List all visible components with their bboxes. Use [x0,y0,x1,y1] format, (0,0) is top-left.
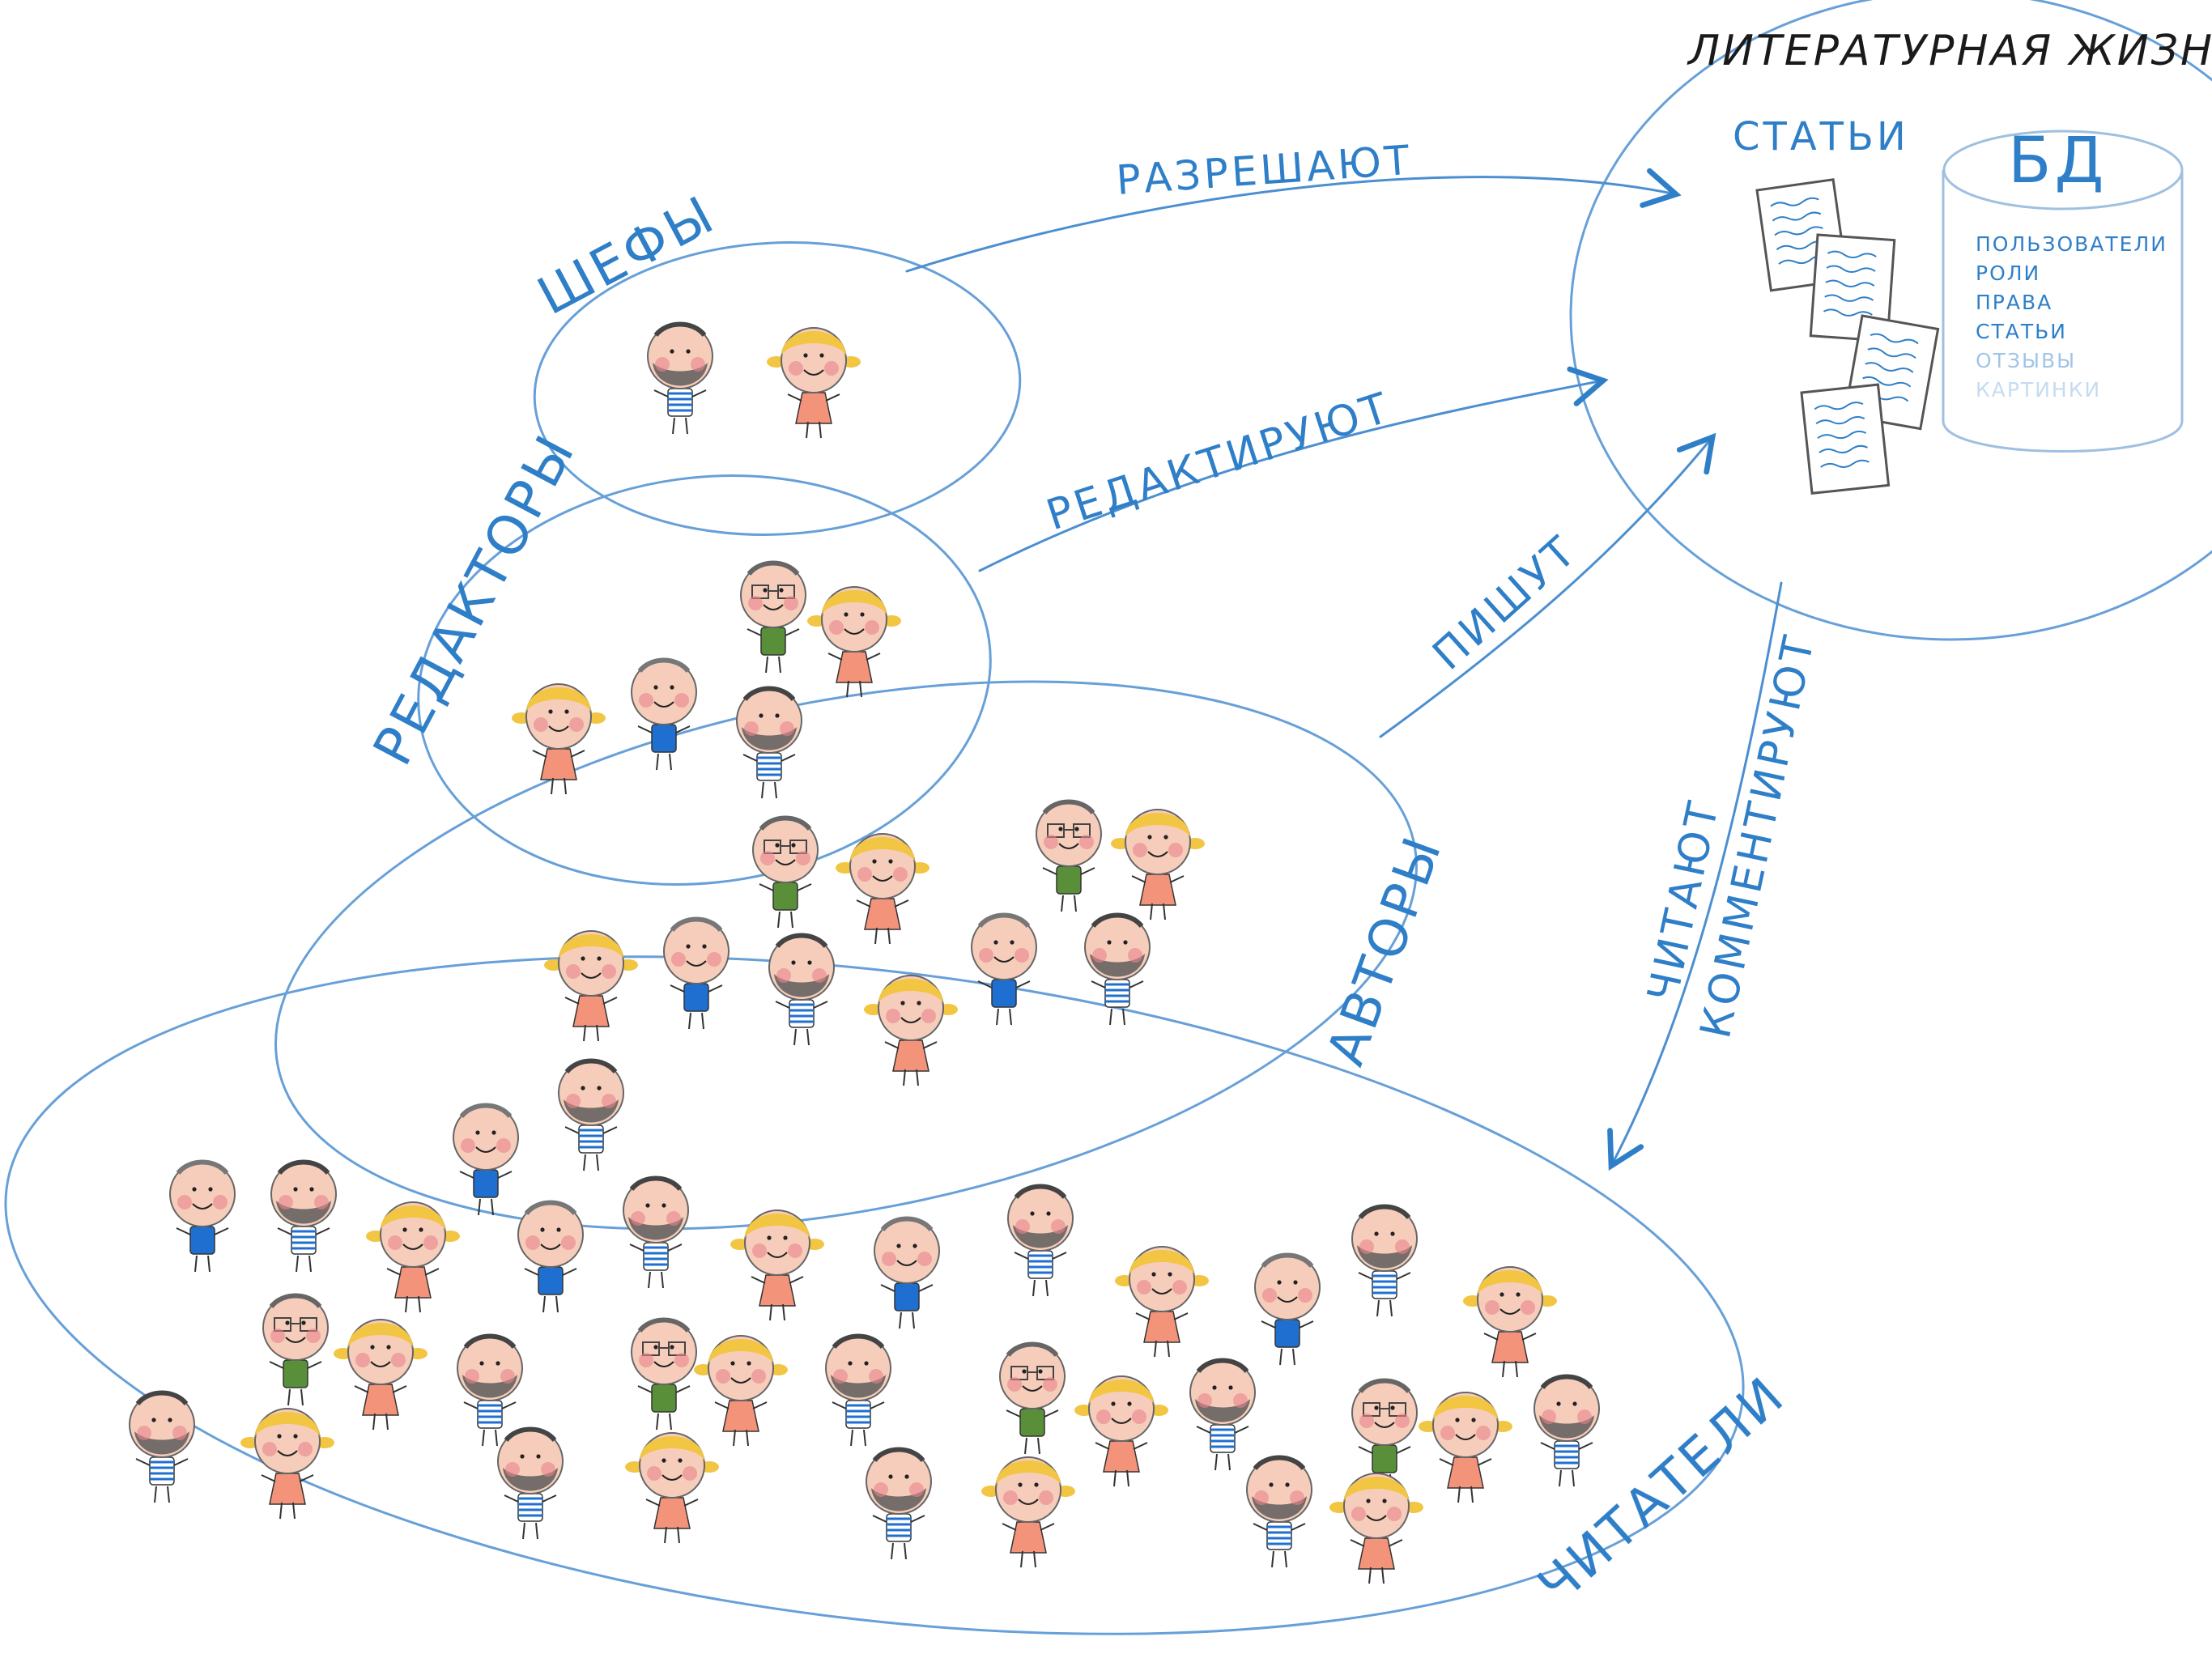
person-figure [663,916,730,1030]
person-figure [1074,1375,1168,1487]
people-crowd [129,321,1600,1584]
person-figure [825,1333,891,1447]
person-figure [1463,1266,1557,1378]
database-table-name: СТАТЬИ [1976,320,2067,343]
person-figure [544,930,638,1042]
database-tables: ПОЛЬЗОВАТЕЛИ РОЛИ ПРАВА СТАТЬИ ОТЗЫВЫ КАРТИНК… [1976,232,2167,402]
person-figure [1007,1184,1074,1297]
person-figure [270,1159,337,1273]
article-sheet [1800,383,1891,495]
person-figure [736,686,802,799]
person-figure [1189,1358,1256,1471]
database-table-name: ОТЗЫВЫ [1976,349,2076,372]
person-figure [497,1426,564,1540]
person-figure [807,586,901,698]
person-figure [1254,1252,1321,1366]
readers-ellipse [4,955,1745,1635]
page-title: ЛИТЕРАТУРНАЯ ЖИЗНЬ [1687,27,2212,75]
person-figure [874,1216,940,1329]
literary-life-ellipse [1569,0,2212,641]
person-figure [694,1335,788,1447]
database-cylinder: БД ПОЛЬЗОВАТЕЛИ РОЛИ ПРАВА СТАТЬИ ОТЗЫВЫ КАРТ… [1942,125,2184,453]
person-figure [262,1293,329,1406]
person-figure [1351,1204,1418,1317]
person-figure [971,912,1037,1026]
article-stack [1755,178,1940,495]
database-table-name: ПРАВА [1976,291,2052,314]
person-figure [1351,1378,1418,1491]
write-action-label: ПИШУТ [1424,526,1587,680]
write-arrow [1379,432,1716,738]
person-figure [1534,1374,1600,1487]
person-figure [334,1319,428,1431]
allow-action-label: РАЗРЕШАЮТ [1115,137,1414,204]
person-figure [631,657,697,771]
person-figure [866,1447,932,1560]
person-figure [768,933,835,1046]
person-figure [647,321,713,435]
chiefs-label: ШЕФЫ [529,185,726,327]
edit-action-label: РЕДАКТИРУЮТ [1040,383,1397,540]
chiefs-ellipse [533,241,1022,536]
database-label: БД [2008,125,2107,198]
person-figure [512,683,606,795]
article-sheet [1809,233,1896,342]
allow-arrow [905,168,1682,273]
person-figure [1084,912,1151,1026]
person-figure [999,1341,1066,1455]
person-figure [457,1333,523,1447]
person-figure [129,1390,195,1503]
articles-label: СТАТЬИ [1733,114,1909,159]
person-figure [453,1103,519,1216]
person-figure [981,1456,1075,1568]
person-figure [169,1159,236,1273]
person-figure [631,1317,697,1431]
person-figure [730,1209,824,1321]
person-figure [1329,1473,1423,1584]
database-table-name: РОЛИ [1976,261,2040,285]
person-figure [752,815,819,929]
person-figure [558,1058,624,1171]
person-figure [623,1175,689,1289]
database-table-name: КАРТИНКИ [1976,378,2101,402]
person-figure [740,560,806,674]
relation-arrows [905,168,1783,1171]
person-figure [1115,1246,1209,1358]
person-figure [366,1201,460,1313]
person-figure [625,1432,719,1544]
person-figure [517,1200,584,1313]
person-figure [767,327,861,439]
person-figure [1111,809,1205,920]
person-figure [1246,1455,1312,1568]
person-figure [240,1408,334,1520]
person-figure [864,975,958,1086]
person-figure [1419,1392,1512,1503]
edit-arrow [978,366,1609,572]
read-comment-arrow [1607,581,1783,1171]
person-figure [836,833,929,945]
authors-label: АВТОРЫ [1316,827,1454,1073]
database-table-name: ПОЛЬЗОВАТЕЛИ [1976,232,2167,256]
editors-ellipse [417,474,992,886]
person-figure [1036,799,1102,912]
